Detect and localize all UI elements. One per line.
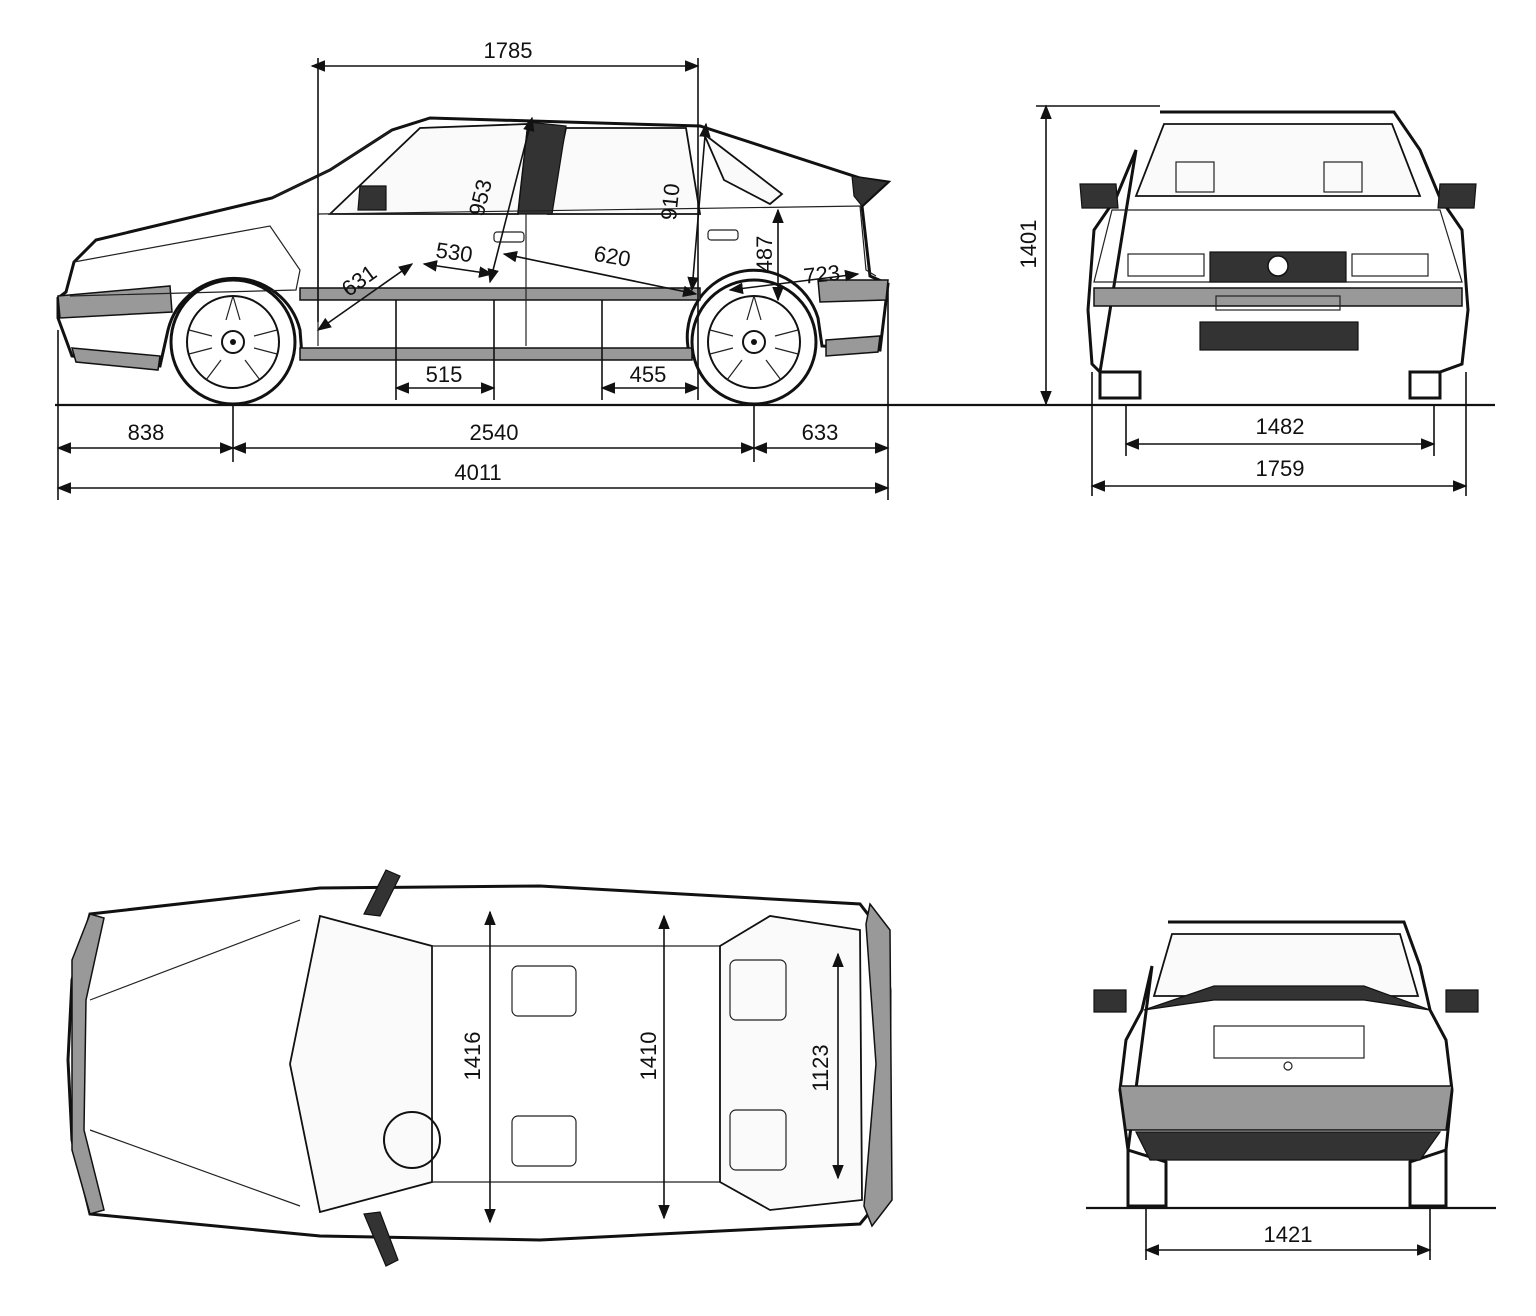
rear-door-handle (707, 229, 739, 241)
rear-bumper-top (863, 902, 893, 1228)
headlamp-line (69, 225, 301, 297)
front-mirror-left (1079, 183, 1119, 209)
top-mirror-lower (363, 1211, 399, 1267)
rear-spoiler-lower (825, 335, 881, 357)
number-plate (1215, 295, 1341, 311)
rear-window-top (719, 915, 863, 1211)
label-front-cushion: 530 (434, 237, 474, 267)
quarter-window (703, 133, 784, 206)
front-spoiler (70, 347, 161, 371)
rear-seat-top-right (729, 1109, 787, 1171)
front-bumper (1093, 287, 1463, 307)
dim-front-legroom (487, 116, 535, 284)
belt-line (317, 205, 863, 215)
label-overall-length: 4011 (454, 460, 501, 485)
front-seat-left (1175, 161, 1215, 193)
top-mirror-upper (363, 869, 401, 917)
rear-diffuser (1135, 1131, 1442, 1161)
label-rear-track: 1421 (1264, 1222, 1313, 1247)
label-front-interior-width: 1416 (460, 1032, 485, 1081)
label-front-seat-width: 515 (426, 362, 463, 387)
dim-front-seat-diag (316, 263, 414, 331)
label-rear-seat-width: 455 (630, 362, 667, 387)
side-mirror (357, 185, 387, 211)
label-rear-seat-depth: 620 (592, 241, 633, 272)
label-boot-width: 1123 (808, 1044, 833, 1091)
steering-wheel-icon (383, 1111, 441, 1169)
front-seat-top-right (511, 1115, 577, 1167)
label-height: 1401 (1016, 220, 1041, 269)
side-body-outline (56, 116, 892, 368)
front-view: 1401 1482 1759 (1016, 104, 1477, 496)
rear-wing-top (1143, 985, 1431, 1011)
badge-icon (1267, 255, 1289, 277)
front-bumper-top (71, 913, 105, 1215)
top-view: 1416 1410 1123 (66, 869, 893, 1267)
rear-view: 1421 (1086, 920, 1496, 1260)
rear-mirror-left (1093, 989, 1127, 1013)
lower-air-intake (1199, 321, 1359, 351)
label-rear-headroom: 487 (752, 236, 777, 273)
bonnet-lines (89, 919, 301, 1207)
label-boot-depth: 723 (802, 260, 841, 289)
lock-icon (1283, 1061, 1293, 1071)
rear-bumper (1119, 1085, 1453, 1131)
label-rear-overhang: 633 (802, 420, 839, 445)
front-body-outline (1086, 110, 1470, 400)
dim-boot-depth (728, 269, 860, 295)
front-seat-top-left (511, 965, 577, 1017)
rear-seat-top-left (729, 959, 787, 1021)
front-seat-right (1323, 161, 1363, 193)
label-overall-width: 1759 (1256, 456, 1305, 481)
tail-lamp-line (859, 205, 877, 277)
front-wheel (169, 278, 297, 406)
headlamp-right (1351, 253, 1429, 277)
label-rear-headroom-diag: 910 (656, 182, 685, 221)
rear-wheel (690, 278, 818, 406)
label-roof-length: 1785 (484, 38, 533, 63)
windscreen-top (289, 914, 433, 1214)
windscreen (1134, 123, 1422, 197)
front-bumper-band (57, 285, 173, 319)
front-mirror-right (1437, 183, 1477, 209)
windscreen-line (271, 129, 393, 199)
rear-wing (851, 175, 890, 207)
rear-mirror-right (1445, 989, 1479, 1013)
headlamp-left (1127, 253, 1205, 277)
label-front-track: 1482 (1256, 414, 1305, 439)
dim-rear-seat-depth (502, 251, 698, 297)
rear-window (1152, 933, 1420, 997)
label-rear-interior-width: 1410 (636, 1032, 661, 1081)
rear-plate-area (1213, 1025, 1365, 1059)
dim-front-cushion (422, 260, 494, 278)
front-door-handle (493, 231, 525, 243)
bonnet (1093, 209, 1463, 283)
label-front-overhang: 838 (128, 420, 165, 445)
label-wheelbase: 2540 (470, 420, 519, 445)
sill (299, 347, 693, 361)
